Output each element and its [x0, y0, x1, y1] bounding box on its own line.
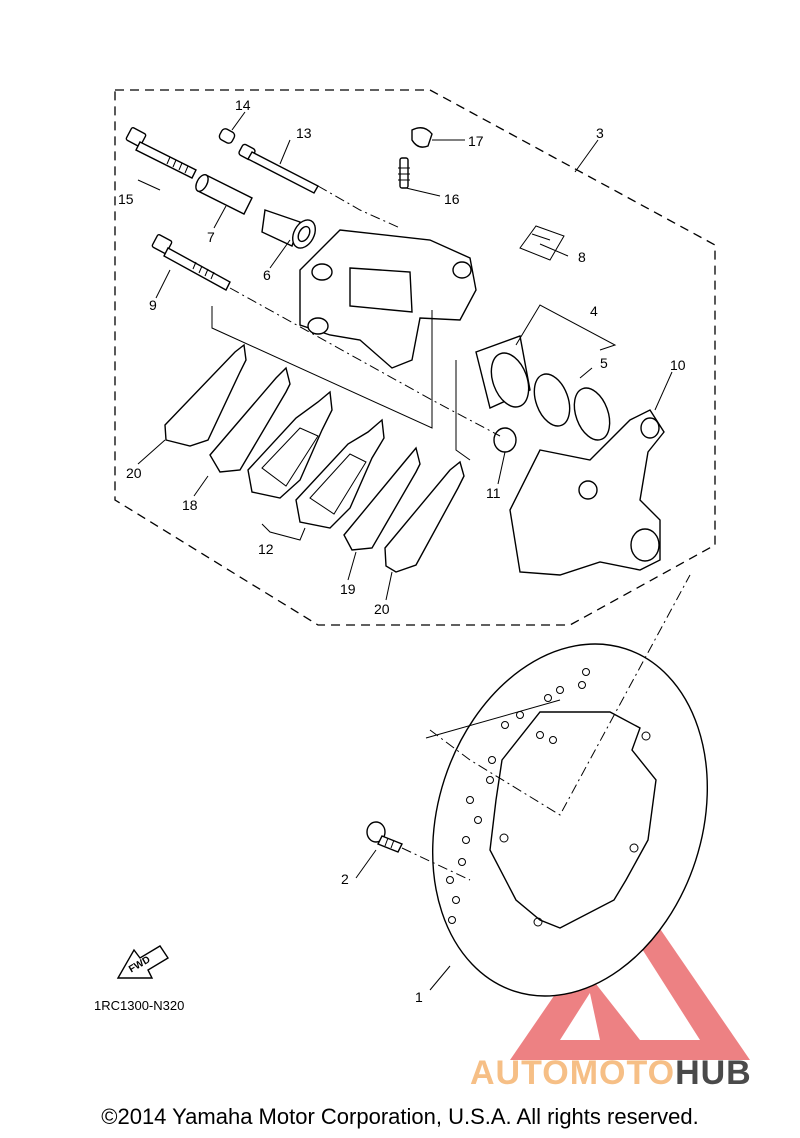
callout-4: 4: [590, 303, 598, 319]
callout-20a: 20: [126, 465, 142, 481]
shim-19: [343, 446, 421, 551]
cap-17: [411, 127, 433, 148]
callout-16: 16: [444, 191, 460, 207]
caliper-assembly-boundary: [114, 89, 716, 626]
bolt-15: [125, 127, 197, 179]
caliper-body-3: [299, 229, 477, 369]
screw-2: [366, 821, 403, 853]
callout-13: 13: [296, 125, 312, 141]
bleed-screw-16: [398, 157, 410, 189]
boot-6: [261, 209, 316, 249]
fwd-arrow-icon: [116, 945, 169, 979]
callout-20b: 20: [374, 601, 390, 617]
clip-8: [519, 225, 565, 261]
watermark-text: AUTOMOTOHUB: [470, 1054, 752, 1093]
disc-axis-line: [429, 574, 691, 816]
brake-pad-12b: [295, 418, 385, 529]
pad-group-outline: [211, 306, 433, 429]
bolt-9: [151, 234, 231, 291]
leader-lines: [137, 111, 673, 991]
callout-7: 7: [207, 229, 215, 245]
seal-5b: [573, 387, 611, 441]
callout-1: 1: [415, 989, 423, 1005]
seal-5a: [533, 373, 571, 427]
callout-10: 10: [670, 357, 686, 373]
callout-19: 19: [340, 581, 356, 597]
callout-17: 17: [468, 133, 484, 149]
copyright-notice: ©2014 Yamaha Motor Corporation, U.S.A. A…: [101, 1104, 699, 1129]
bracket-10: [509, 409, 665, 576]
callout-9: 9: [149, 297, 157, 313]
pin-13: [238, 143, 319, 194]
shim-20-right: [384, 460, 465, 573]
diagram-code: 1RC1300-N320: [94, 998, 185, 1013]
callout-14: 14: [235, 97, 251, 113]
watermark-logo-icon: [510, 885, 750, 1060]
callout-15: 15: [118, 191, 134, 207]
callout-18: 18: [182, 497, 198, 513]
shim-18: [209, 366, 291, 473]
callout-6: 6: [263, 267, 271, 283]
watermark-text-hub: HUB: [675, 1054, 752, 1092]
pin-axis-line: [229, 287, 501, 437]
brake-pad-12a: [247, 390, 333, 499]
brake-disc-1: [431, 643, 709, 997]
shim-20-left: [164, 343, 247, 447]
callout-5: 5: [600, 355, 608, 371]
cap-14: [218, 128, 236, 144]
callout-8: 8: [578, 249, 586, 265]
callout-11: 11: [486, 485, 501, 501]
watermark-text-main: AUTOMOTO: [470, 1054, 676, 1092]
bushing-11: [493, 427, 517, 453]
piston-4: [475, 335, 531, 409]
callout-12: 12: [258, 541, 274, 557]
callout-2: 2: [341, 871, 349, 887]
callout-3: 3: [596, 125, 604, 141]
